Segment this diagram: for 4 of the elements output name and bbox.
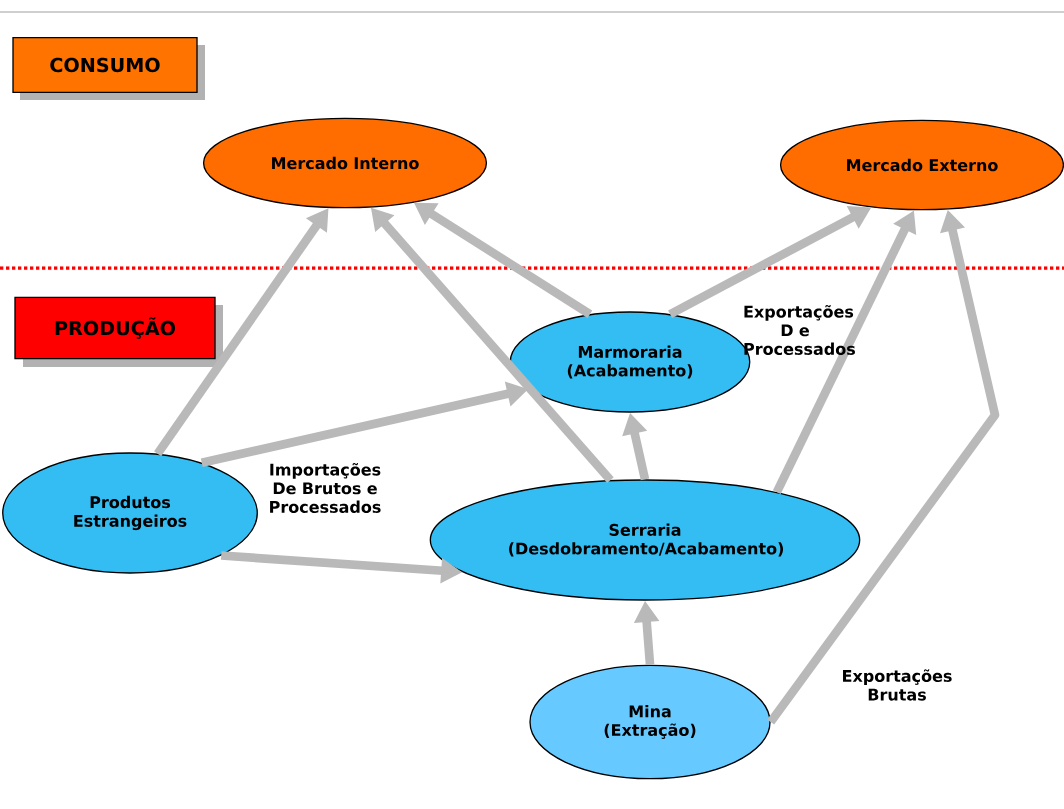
flow-note: Exportações Brutas — [843, 669, 952, 701]
section-label-box: CONSUMO — [12, 37, 205, 100]
section-label-box: PRODUÇÃO — [14, 296, 223, 367]
flow-note: Importações De Brutos e Processados — [270, 463, 381, 513]
